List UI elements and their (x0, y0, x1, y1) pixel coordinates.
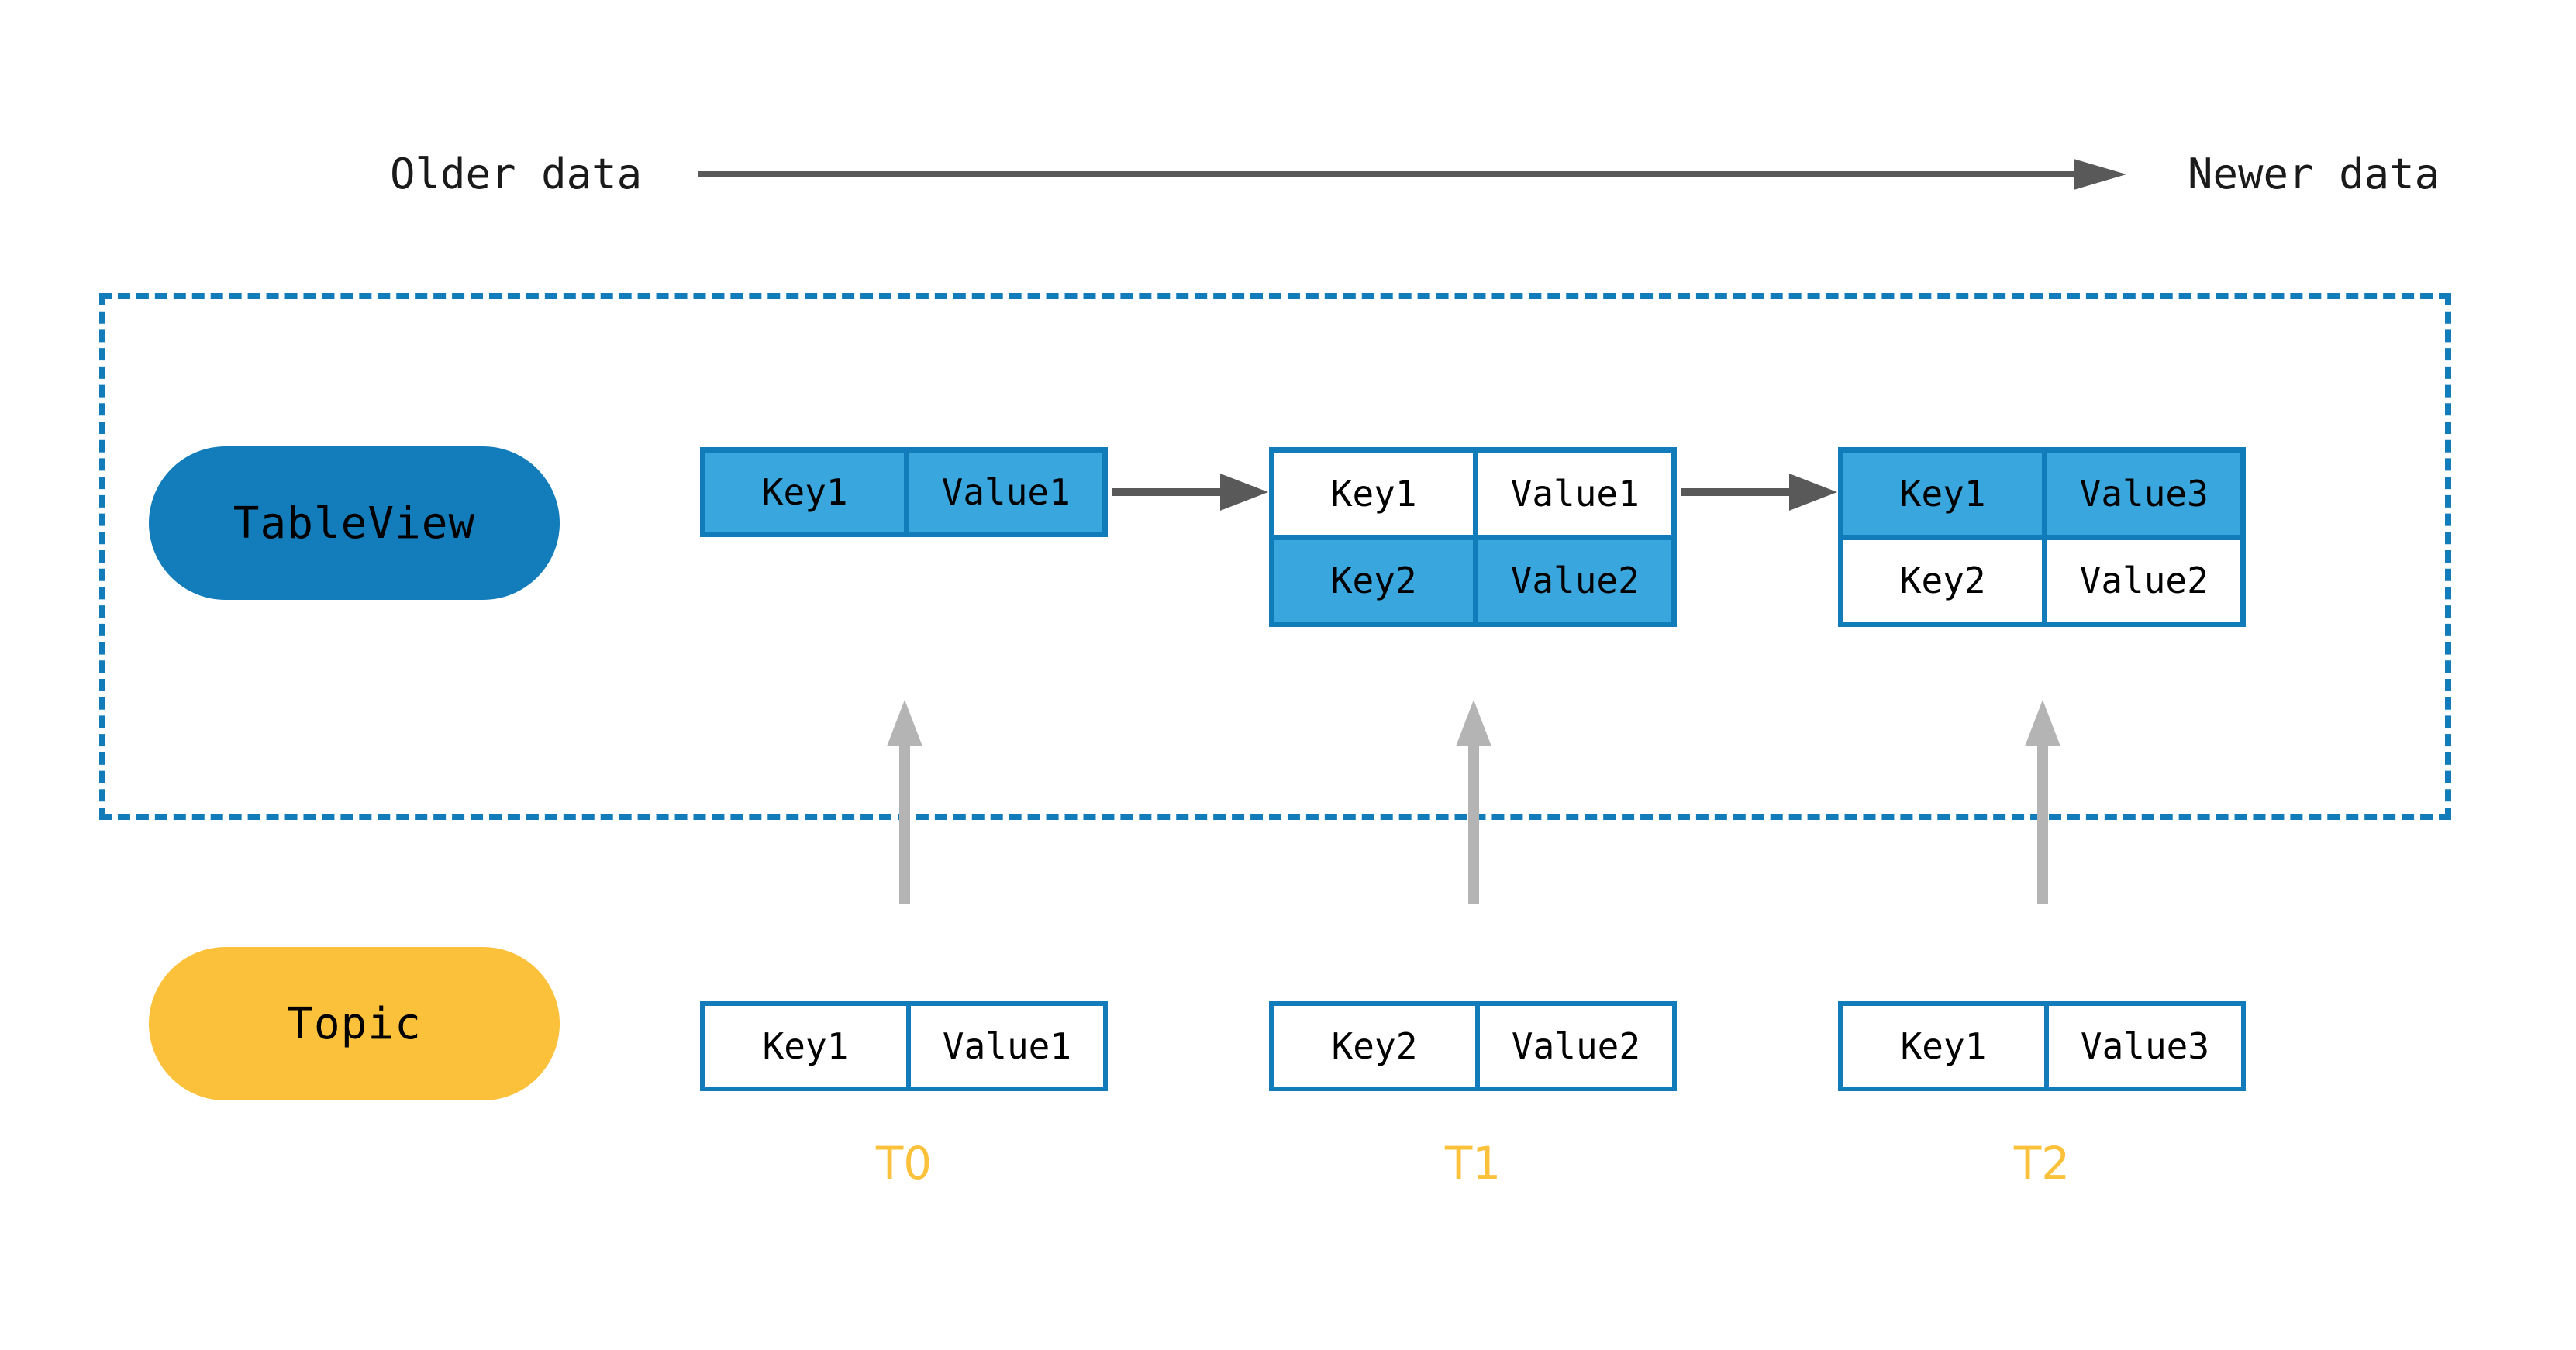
topic-record-value: Value3 (2044, 1006, 2241, 1087)
tableview-snapshot-t2: Key1 Value3 Key2 Value2 (1838, 447, 2246, 627)
ingest-arrow-shaft (2037, 745, 2048, 904)
timeline-arrow-shaft (698, 171, 2085, 177)
state-transition-arrow-shaft (1681, 488, 1797, 496)
up-arrow-icon (887, 700, 922, 746)
table-row: Key2 Value2 (1843, 534, 2240, 622)
topic-record-t1: Key2 Value2 (1269, 1001, 1677, 1091)
table-cell-key: Key1 (705, 453, 905, 532)
older-data-label: Older data (390, 150, 643, 198)
tableview-snapshot-t1: Key1 Value1 Key2 Value2 (1269, 447, 1677, 627)
table-cell-key: Key1 (1843, 453, 2043, 535)
table-cell-value: Value1 (1473, 453, 1671, 535)
right-arrow-icon (1789, 474, 1837, 511)
up-arrow-icon (2025, 700, 2060, 746)
topic-record-t0: Key1 Value1 (700, 1001, 1108, 1091)
table-cell-value: Value1 (904, 453, 1102, 532)
topic-role-pill: Topic (149, 947, 560, 1100)
topic-record-key: Key1 (705, 1006, 906, 1087)
tableview-region-boundary (99, 293, 2451, 820)
ingest-arrow-t0 (874, 700, 936, 909)
topic-record-value: Value1 (906, 1006, 1103, 1087)
table-cell-key: Key1 (1274, 453, 1474, 535)
state-transition-arrow (1112, 474, 1268, 511)
table-cell-value: Value2 (1473, 539, 1671, 622)
table-row: Key2 Value2 (1274, 534, 1671, 622)
topic-record-key: Key1 (1843, 1006, 2044, 1087)
up-arrow-icon (1456, 700, 1491, 746)
table-row: Key1 Value1 (705, 453, 1102, 532)
timeline-arrow (698, 159, 2126, 190)
table-row: Key1 Value3 (1843, 453, 2240, 535)
topic-record-value: Value2 (1475, 1006, 1672, 1087)
table-cell-value: Value2 (2042, 539, 2240, 622)
table-cell-key: Key2 (1843, 539, 2043, 622)
state-transition-arrow (1681, 474, 1837, 511)
ingest-arrow-t2 (2012, 700, 2074, 909)
tableview-snapshot-t0: Key1 Value1 (700, 447, 1108, 537)
right-arrow-icon (1220, 474, 1268, 511)
time-label-t0: T0 (875, 1137, 933, 1190)
time-label-t2: T2 (2013, 1137, 2071, 1190)
topic-record-key: Key2 (1274, 1006, 1475, 1087)
tableview-role-pill: TableView (149, 446, 560, 600)
ingest-arrow-t1 (1443, 700, 1505, 909)
topic-record-t2: Key1 Value3 (1838, 1001, 2246, 1091)
table-cell-key: Key2 (1274, 539, 1474, 622)
newer-data-label: Newer data (2188, 150, 2440, 198)
ingest-arrow-shaft (899, 745, 910, 904)
right-arrow-icon (2074, 159, 2126, 190)
time-label-t1: T1 (1444, 1137, 1502, 1190)
table-cell-value: Value3 (2042, 453, 2240, 535)
ingest-arrow-shaft (1468, 745, 1479, 904)
table-row: Key1 Value1 (1274, 453, 1671, 535)
state-transition-arrow-shaft (1112, 488, 1228, 496)
